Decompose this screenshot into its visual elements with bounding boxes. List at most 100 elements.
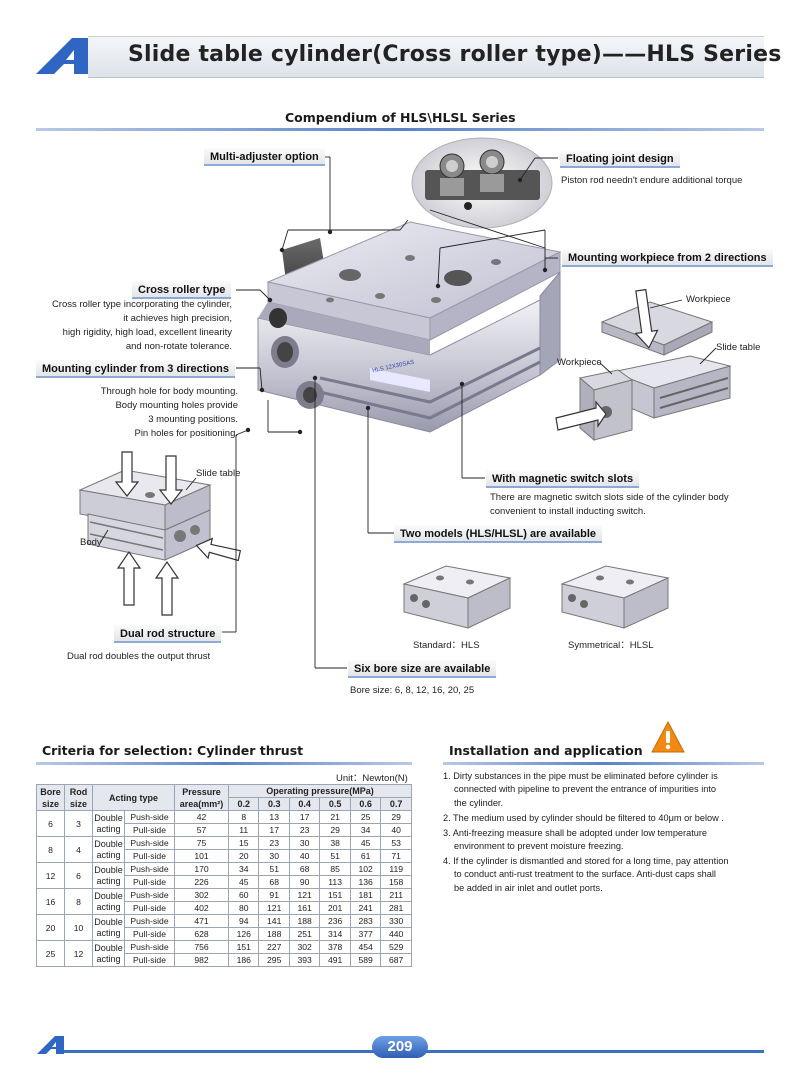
cell-area: 101 <box>174 849 229 863</box>
cell-area: 170 <box>174 862 229 876</box>
dual-rod-desc: Dual rod doubles the output thrust <box>67 651 211 662</box>
label-body: Body <box>80 537 102 548</box>
list-item: 1. Dirty substances in the pipe must be … <box>443 770 773 810</box>
cell-thrust: 94 <box>227 914 260 928</box>
desc-line: it achieves high precision, <box>123 313 232 324</box>
cell-bore: 25 <box>36 940 65 967</box>
cell-thrust: 68 <box>288 862 321 876</box>
cell-thrust: 181 <box>349 888 382 902</box>
cell-thrust: 589 <box>349 953 382 967</box>
cell-thrust: 378 <box>319 940 351 954</box>
th-operating-pressure: Operating pressure(MPa) <box>228 784 412 798</box>
cell-thrust: 40 <box>288 849 321 863</box>
cell-side: Push-side <box>124 862 175 876</box>
criteria-rule <box>36 762 412 765</box>
cell-side: Pull-side <box>124 823 175 837</box>
cell-thrust: 21 <box>319 810 351 824</box>
cell-thrust: 687 <box>380 953 412 967</box>
desc-line: and non-rotate tolerance. <box>125 341 232 352</box>
cell-thrust: 23 <box>258 836 290 850</box>
cell-side: Push-side <box>124 888 175 902</box>
header-bar <box>88 36 764 78</box>
model-symmetrical-label: Symmetrical：HLSL <box>568 640 654 651</box>
desc-line: 3 mounting positions. <box>148 414 238 425</box>
th-pressure-3: 0.5 <box>319 797 351 811</box>
cell-thrust: 17 <box>288 810 321 824</box>
cell-side: Pull-side <box>124 875 175 889</box>
six-bore-desc: Bore size: 6, 8, 12, 16, 20, 25 <box>350 685 475 696</box>
mounting-cylinder-desc: Through hole for body mounting. Body mou… <box>101 385 238 441</box>
th-acting-type: Acting type <box>92 784 175 811</box>
th-pressure-4: 0.6 <box>349 797 382 811</box>
cell-area: 57 <box>174 823 229 837</box>
cell-area: 302 <box>174 888 229 902</box>
callout-cross-roller: Cross roller type <box>132 281 232 299</box>
cell-thrust: 314 <box>319 927 351 941</box>
cell-thrust: 121 <box>258 901 290 915</box>
cell-side: Push-side <box>124 836 175 850</box>
footer-logo-icon <box>37 1036 64 1054</box>
cell-thrust: 188 <box>258 927 290 941</box>
list-item-line: 2. The medium used by cylinder should be… <box>443 812 724 823</box>
list-item-line: 3. Anti-freezing measure shall be adopte… <box>443 827 708 838</box>
cell-thrust: 61 <box>349 849 382 863</box>
cell-thrust: 68 <box>258 875 290 889</box>
list-item-line: 1. Dirty substances in the pipe must be … <box>443 771 718 781</box>
cell-thrust: 90 <box>288 875 321 889</box>
cell-rod: 4 <box>64 836 93 863</box>
list-item: 3. Anti-freezing measure shall be adopte… <box>443 827 773 854</box>
cell-area: 628 <box>174 927 229 941</box>
cell-area: 226 <box>174 875 229 889</box>
cell-thrust: 29 <box>380 810 412 824</box>
cell-thrust: 20 <box>227 849 260 863</box>
cell-side: Push-side <box>124 810 175 824</box>
cell-thrust: 186 <box>227 953 260 967</box>
cell-thrust: 85 <box>319 862 351 876</box>
cell-thrust: 295 <box>258 953 290 967</box>
desc-line: Body mounting holes provide <box>115 400 238 411</box>
list-item: 2. The medium used by cylinder should be… <box>443 812 773 825</box>
cell-thrust: 13 <box>258 810 290 824</box>
cell-thrust: 102 <box>349 862 382 876</box>
cell-thrust: 158 <box>380 875 412 889</box>
callout-floating-joint: Floating joint design <box>560 150 680 168</box>
cell-thrust: 23 <box>288 823 321 837</box>
cell-thrust: 17 <box>258 823 290 837</box>
callout-dual-rod: Dual rod structure <box>114 625 222 643</box>
cell-thrust: 30 <box>258 849 290 863</box>
cell-side: Pull-side <box>124 927 175 941</box>
cell-thrust: 113 <box>319 875 351 889</box>
cell-thrust: 281 <box>380 901 412 915</box>
cell-thrust: 91 <box>258 888 290 902</box>
cell-thrust: 491 <box>319 953 351 967</box>
cell-thrust: 227 <box>258 940 290 954</box>
cell-thrust: 45 <box>227 875 260 889</box>
label-workpiece-left: Workpiece <box>557 357 602 368</box>
criteria-title: Criteria for selection: Cylinder thrust <box>42 743 304 758</box>
cell-thrust: 529 <box>380 940 412 954</box>
cell-side: Push-side <box>124 940 175 954</box>
desc-line: high rigidity, high load, excellent line… <box>62 327 232 338</box>
cell-area: 756 <box>174 940 229 954</box>
cell-bore: 8 <box>36 836 65 863</box>
cell-thrust: 11 <box>227 823 260 837</box>
cell-area: 75 <box>174 836 229 850</box>
callout-mounting-workpiece: Mounting workpiece from 2 directions <box>562 249 773 267</box>
cell-bore: 6 <box>36 810 65 837</box>
label-slide-table-left: Slide table <box>196 468 241 479</box>
cell-thrust: 377 <box>349 927 382 941</box>
cell-thrust: 141 <box>258 914 290 928</box>
cell-thrust: 119 <box>380 862 412 876</box>
cell-thrust: 241 <box>349 901 382 915</box>
